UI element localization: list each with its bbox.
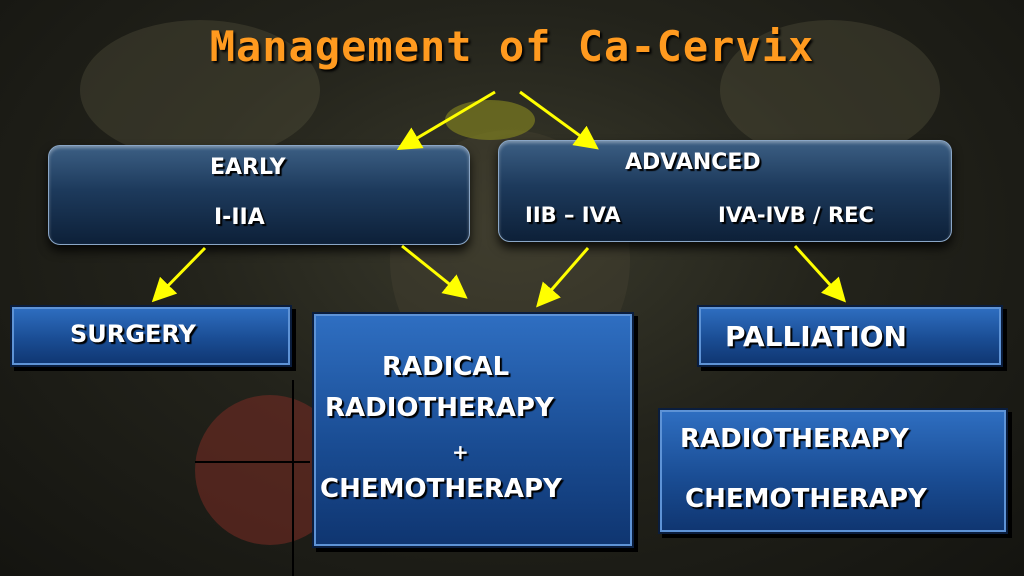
arrow-early-to-surgery — [151, 246, 207, 303]
advanced-stage-box — [498, 140, 952, 242]
arrow-title-to-advanced — [519, 90, 599, 150]
palliation-label: PALLIATION — [725, 320, 907, 353]
arrow-early-to-radical — [401, 244, 468, 299]
advanced-group-metastatic: IVA-IVB / REC — [718, 203, 874, 227]
radical-plus: + — [452, 440, 469, 464]
page-title: Management of Ca-Cervix — [209, 22, 815, 71]
palliative-line2: CHEMOTHERAPY — [685, 484, 927, 514]
palliative-therapy-box — [658, 408, 1008, 534]
early-label: EARLY — [210, 155, 286, 180]
advanced-label: ADVANCED — [625, 150, 761, 175]
arrow-title-to-early — [396, 90, 496, 151]
radical-line1: RADICAL — [382, 352, 510, 382]
arrow-advanced-to-radical — [536, 247, 590, 308]
arrow-advanced-to-palliation — [793, 244, 847, 303]
surgery-box — [10, 305, 292, 367]
radical-treatment-box — [312, 312, 634, 548]
radical-line3: CHEMOTHERAPY — [320, 474, 562, 504]
palliation-box — [697, 305, 1003, 367]
advanced-group-locoregional: IIB – IVA — [525, 203, 621, 227]
surgery-label: SURGERY — [70, 320, 196, 348]
radical-line2: RADIOTHERAPY — [325, 393, 554, 423]
early-stage-range: I-IIA — [214, 205, 265, 230]
early-stage-box — [48, 145, 470, 245]
palliative-line1: RADIOTHERAPY — [680, 424, 909, 454]
